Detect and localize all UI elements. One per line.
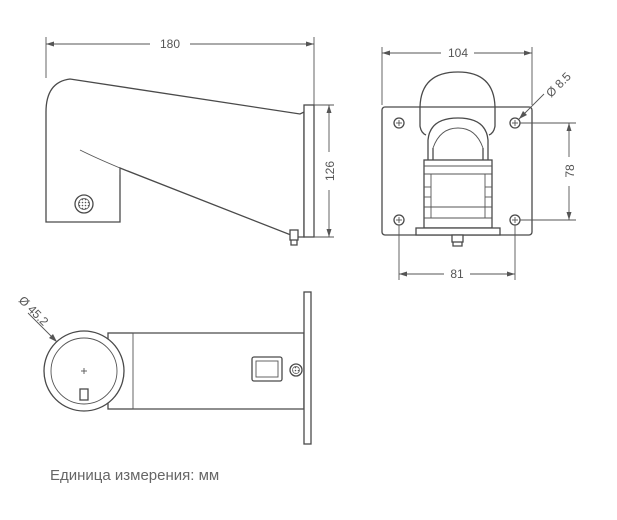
arm-collar: [427, 117, 489, 160]
top-screw: [289, 363, 303, 377]
top-view: Ø 45.2: [16, 291, 312, 445]
front-bottom-nub: [451, 234, 464, 243]
side-screw-hole: [74, 194, 94, 214]
dimension-hole-vertical: 78: [520, 122, 577, 221]
dimension-label-hole-diameter: Ø 8.5: [543, 69, 574, 100]
dimension-hole-horizontal: 81: [398, 225, 516, 281]
dimension-side-length: 180: [45, 37, 315, 105]
cable-port: [251, 356, 283, 382]
dimension-front-width: 104: [381, 46, 533, 105]
dimension-label-180: 180: [160, 37, 180, 51]
dimension-label-81: 81: [450, 267, 464, 281]
units-note: Единица измерения: мм: [50, 467, 220, 484]
arm-dome-top: [419, 71, 496, 108]
dimension-tube-diameter: Ø 45.2: [16, 293, 58, 343]
side-view: 180 126: [45, 37, 337, 246]
arm-body-block: [423, 159, 493, 229]
side-wall-plate: [303, 104, 315, 238]
top-wall-plate: [303, 291, 312, 445]
dimension-label-tube-diameter: Ø 45.2: [16, 293, 52, 329]
dimension-label-104: 104: [448, 46, 468, 60]
dimension-label-126: 126: [323, 161, 337, 181]
mounting-hole-top-left: [393, 117, 405, 129]
front-view: 104: [381, 46, 577, 281]
dimension-side-height: 126: [314, 104, 337, 238]
dimension-label-78: 78: [563, 164, 577, 178]
